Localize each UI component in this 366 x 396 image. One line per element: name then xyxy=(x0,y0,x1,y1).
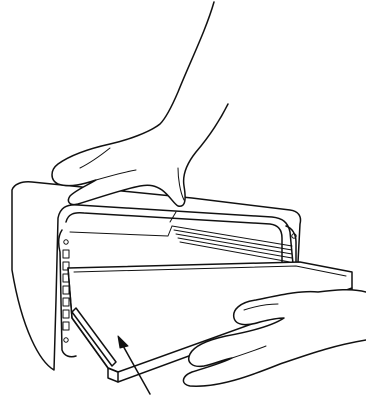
hand-icon xyxy=(52,2,228,206)
upper-hand xyxy=(52,2,228,206)
